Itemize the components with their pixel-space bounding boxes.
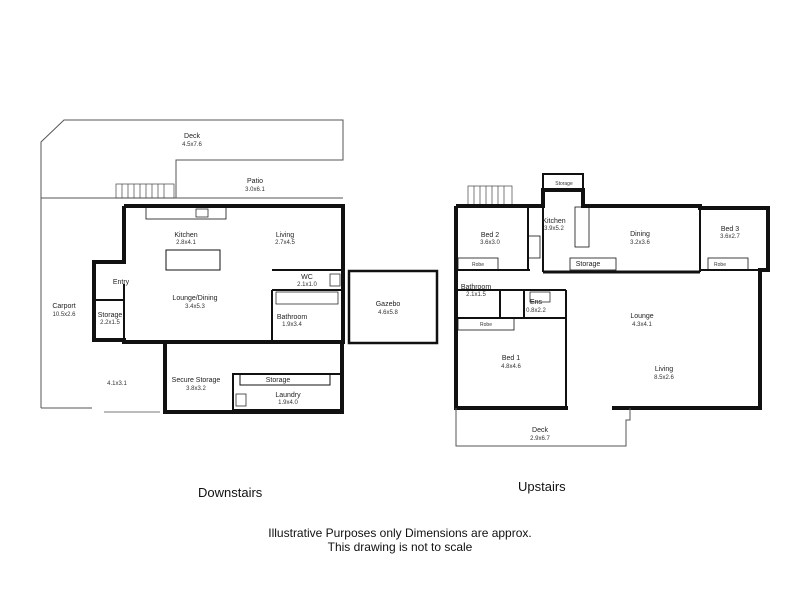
us-robe-bed2: Robe (472, 262, 484, 268)
upstairs-title: Upstairs (518, 479, 566, 494)
us-dining-storage: Storage (576, 261, 601, 268)
us-living-dims: 8.5x2.6 (654, 375, 674, 381)
ds-kitchen-dims: 2.8x4.1 (176, 240, 196, 246)
ds-lounge-dining-name: Lounge/Dining (172, 295, 217, 302)
ds-laundry-storage-name: Storage (266, 377, 291, 384)
upstairs-plan (454, 173, 770, 447)
ds-lounge-dining-dims: 3.4x5.3 (185, 304, 205, 310)
ds-storage-dims: 2.2x1.5 (100, 320, 120, 326)
ds-wc-name: WC (301, 274, 313, 281)
ds-laundry-dims: 1.9x4.0 (278, 400, 298, 406)
us-ens-name: Ens (530, 299, 543, 306)
ds-carport-extra-dims: 4.1x3.1 (107, 381, 127, 387)
disclaimer-line-1: Illustrative Purposes only Dimensions ar… (268, 526, 532, 540)
us-kitchen-dims: 3.9x5.2 (544, 226, 564, 232)
ds-carport-name: Carport (52, 303, 75, 310)
ds-secure-storage-dims: 3.8x3.2 (186, 386, 206, 392)
ds-bathroom-dims: 1.9x3.4 (282, 322, 302, 328)
downstairs-title: Downstairs (198, 485, 263, 500)
us-bed3-dims: 3.6x2.7 (720, 234, 740, 240)
disclaimer-line-2: This drawing is not to scale (327, 540, 473, 554)
ds-living-dims: 2.7x4.5 (275, 240, 295, 246)
us-dining-dims: 3.2x3.6 (630, 240, 650, 246)
ds-bathroom-name: Bathroom (277, 314, 308, 321)
ds-storage-name: Storage (98, 312, 123, 319)
us-bathroom-name: Bathroom (461, 284, 492, 291)
ds-wc-dims: 2.1x1.0 (297, 282, 317, 288)
us-bed2-name: Bed 2 (481, 232, 499, 239)
us-robe-bed1: Robe (480, 322, 492, 328)
ds-entry-name: Entry (113, 279, 130, 286)
us-lounge-name: Lounge (630, 313, 653, 320)
downstairs-plan (40, 119, 439, 414)
us-bed1-name: Bed 1 (502, 355, 520, 362)
ds-gazebo-name: Gazebo (376, 301, 401, 308)
us-deck-name: Deck (532, 427, 548, 434)
ds-living-name: Living (276, 232, 294, 239)
us-bed3-name: Bed 3 (721, 226, 739, 233)
ds-gazebo-dims: 4.6x5.8 (378, 310, 398, 316)
us-robe-bed3: Robe (714, 262, 726, 268)
us-deck-dims: 2.9x6.7 (530, 436, 550, 442)
us-kitchen-name: Kitchen (542, 218, 565, 225)
ds-deck-dims: 4.5x7.6 (182, 142, 202, 148)
us-lounge-dims: 4.3x4.1 (632, 322, 652, 328)
us-bed1-dims: 4.8x4.6 (501, 364, 521, 370)
us-bed2-dims: 3.6x3.0 (480, 240, 500, 246)
us-dining-name: Dining (630, 231, 650, 238)
ds-patio-dims: 3.0x6.1 (245, 187, 265, 193)
ds-patio-name: Patio (247, 178, 263, 185)
us-bathroom-dims: 2.1x1.5 (466, 292, 486, 298)
us-storage-name: Storage (555, 181, 573, 187)
ds-deck-name: Deck (184, 133, 200, 140)
ds-kitchen-name: Kitchen (174, 232, 197, 239)
ds-laundry-name: Laundry (275, 392, 301, 399)
ds-secure-storage-name: Secure Storage (172, 377, 221, 384)
us-living-name: Living (655, 366, 673, 373)
ds-carport-dims: 10.5x2.6 (52, 312, 76, 318)
us-ens-dims: 0.8x2.2 (526, 308, 546, 314)
